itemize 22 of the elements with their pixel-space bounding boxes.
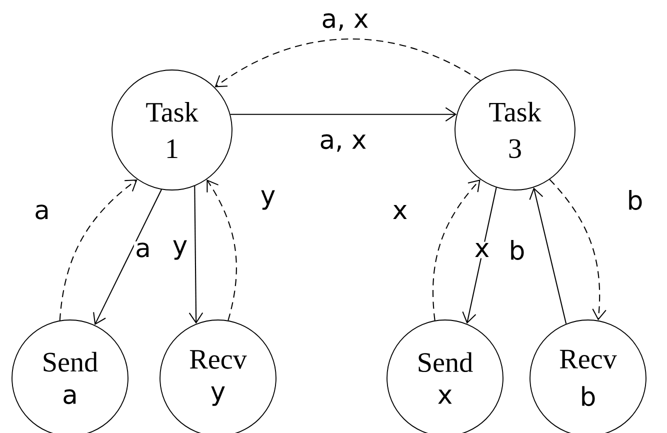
edge-label: x (473, 242, 491, 258)
edge-label: y (171, 239, 189, 261)
arrow (93, 189, 162, 325)
circle-node: Task 3 (454, 70, 576, 190)
arrow (529, 187, 567, 324)
edge-label: x (391, 204, 409, 220)
arrow (214, 38, 481, 88)
edge-label: a, x (318, 133, 368, 153)
arrow (188, 186, 204, 324)
edge-label: b (508, 238, 526, 262)
arrow (432, 180, 480, 320)
arrow (230, 107, 457, 122)
edge-label: a (32, 203, 52, 221)
arrow (59, 180, 138, 320)
arrow (206, 180, 237, 321)
arrow (549, 179, 606, 320)
edge-label: a, x (320, 12, 370, 32)
circle-node: Task 1 (112, 70, 232, 190)
arrow (462, 187, 497, 324)
edge-label: y (259, 189, 277, 211)
edge-label: a (134, 241, 152, 259)
edge-label: b (626, 188, 644, 212)
